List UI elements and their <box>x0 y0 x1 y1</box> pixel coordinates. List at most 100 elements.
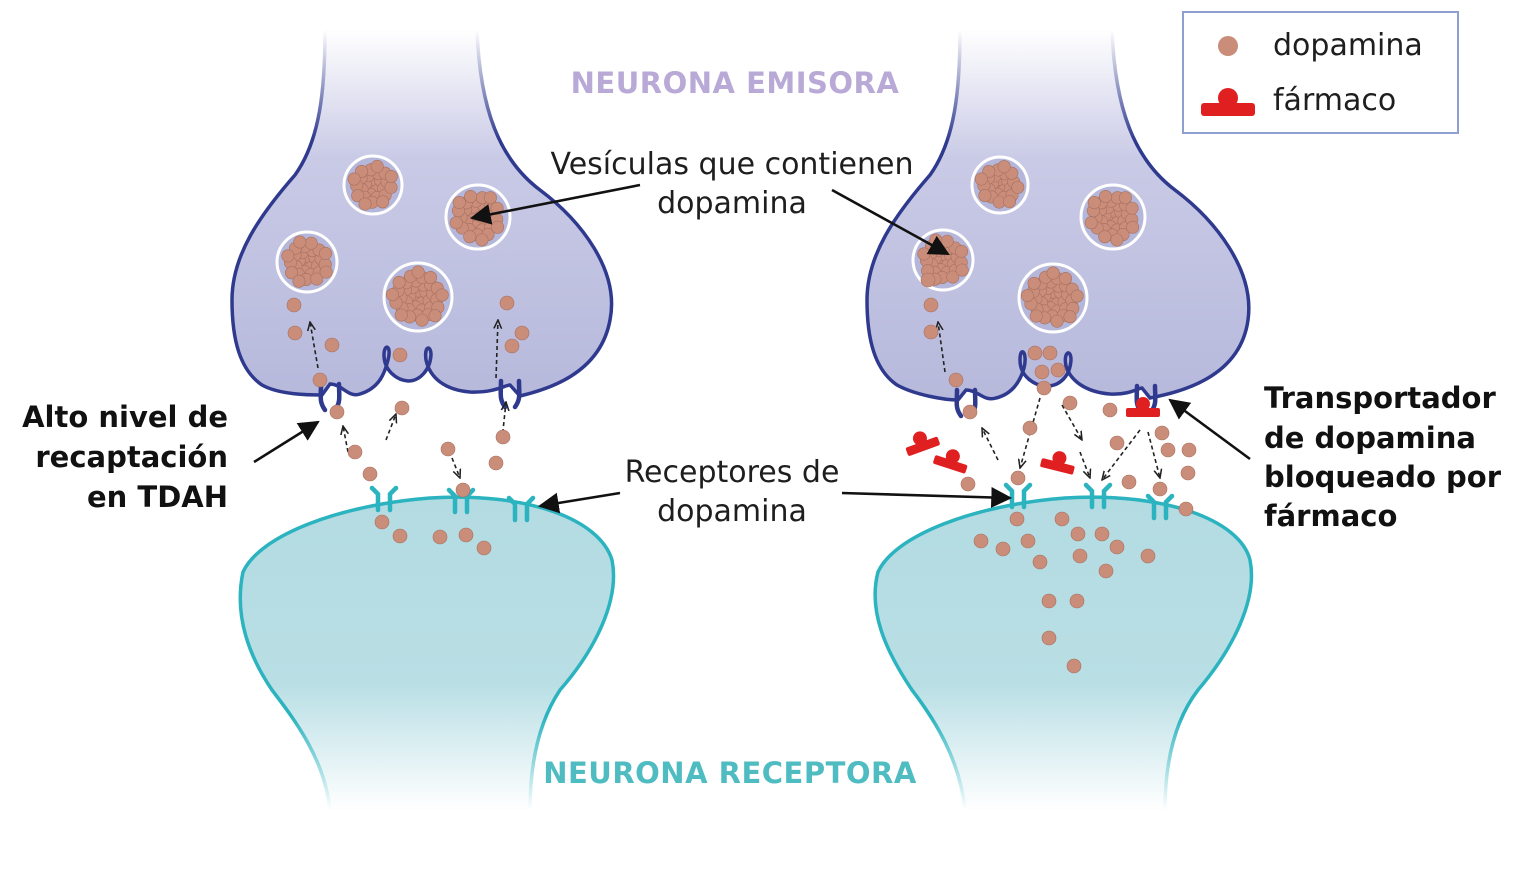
dopamine-molecule <box>1102 402 1118 418</box>
arrow-vesicle-right <box>831 188 950 256</box>
vesicle-dopamine-dot <box>1087 196 1101 210</box>
vesicle-dopamine-dot <box>319 246 333 260</box>
vesicles-label-line2: dopamina <box>657 186 807 221</box>
vesicle-dopamine-dot <box>1126 220 1140 234</box>
vesicle-dopamine-dot <box>1110 233 1124 247</box>
dopamine-molecule <box>1054 511 1070 527</box>
vesicle-dopamine-dot <box>1125 201 1139 215</box>
dopamine-molecule <box>1178 501 1194 517</box>
transporter-right-arm <box>512 378 522 410</box>
dopamine-molecule <box>495 429 511 445</box>
dopamine-molecule <box>962 404 978 420</box>
receiver-neuron-title: NEURONA RECEPTORA <box>543 756 917 790</box>
vesicle-dopamine-dot <box>1098 230 1112 244</box>
vesicle-dopamine-dot <box>997 160 1011 174</box>
dopamine-molecule <box>440 441 456 457</box>
vesicle-dopamine-dot <box>293 235 307 249</box>
drug-base <box>905 436 940 456</box>
vesicle-dopamine-dot <box>1029 309 1043 323</box>
dashed-flow-arrow <box>451 457 460 478</box>
vesicle-dopamine-dot <box>376 195 390 209</box>
blocked-label-line4: fármaco <box>1264 499 1397 533</box>
arrow-receptor-right <box>841 487 1013 508</box>
dopamine-molecule <box>476 540 492 556</box>
vesicle-dopamine-dot <box>1099 190 1113 204</box>
dopamine-molecule <box>1050 362 1066 378</box>
vesicle-dopamine-dot <box>452 196 466 210</box>
vesicle-dopamine-dot <box>394 308 408 322</box>
dopamine-molecule <box>362 466 378 482</box>
drug-molecule <box>933 449 968 474</box>
dashed-flow-arrow <box>343 426 348 453</box>
dashed-flow-arrow <box>1079 451 1090 478</box>
vesicle-dopamine-dot <box>917 247 931 261</box>
dopamine-molecule <box>1070 526 1086 542</box>
dopamine-molecule <box>1027 345 1043 361</box>
dopamine-molecule <box>1152 481 1168 497</box>
vesicles-label-line1: Vesículas que contienen <box>551 147 914 182</box>
left-sending-neuron <box>230 28 614 398</box>
blocked-label-line3: bloqueado por <box>1264 460 1502 494</box>
sender-neuron-title: NEURONA EMISORA <box>571 66 900 100</box>
vesicle-dopamine-dot <box>491 220 505 234</box>
vesicle-dopamine-dot <box>475 233 489 247</box>
vesicle-dopamine-dot <box>955 244 969 258</box>
receptors-label-line2: dopamina <box>657 494 807 529</box>
drug-base <box>1040 458 1075 475</box>
vesicle <box>970 155 1030 215</box>
transporter-left-arm <box>954 387 964 419</box>
dopamine-molecule <box>1020 533 1036 549</box>
blocked-label-line1: Transportador <box>1264 381 1496 415</box>
drug-head <box>1052 451 1067 466</box>
vesicle-dopamine-dot <box>1011 180 1025 194</box>
dopamine-molecule <box>392 347 408 363</box>
dopamine-molecule <box>286 297 302 313</box>
legend-dopamine-label: dopamina <box>1273 28 1423 63</box>
dopamine-molecule <box>973 533 989 549</box>
dopamine-receptor <box>369 485 399 513</box>
arrow-reuptake <box>253 420 320 464</box>
vesicle-dopamine-dot <box>483 191 497 205</box>
dopamine-receptor <box>1145 493 1175 521</box>
dopamine-molecule <box>374 514 390 530</box>
dopamine-molecule <box>1072 548 1088 564</box>
dopamine-molecule <box>458 527 474 543</box>
dopamine-molecule <box>347 444 363 460</box>
vesicle-dopamine-dot <box>1059 272 1073 286</box>
vesicle-dopamine-dot <box>946 270 960 284</box>
dashed-flow-arrow <box>385 414 396 441</box>
vesicle <box>275 230 339 294</box>
dopamine-molecule <box>1062 395 1078 411</box>
receptor-shape <box>1145 493 1175 521</box>
drug-base <box>933 455 968 474</box>
dopamine-molecule <box>1109 435 1125 451</box>
drug-molecule <box>1126 397 1160 417</box>
vesicle-dopamine-dot <box>304 236 318 250</box>
arrow-blocked <box>1168 398 1251 461</box>
dashed-flow-arrow <box>502 402 506 441</box>
dopamine-molecule <box>499 295 515 311</box>
vesicle-dopamine-dot <box>1050 314 1064 328</box>
right-synapse <box>865 28 1254 812</box>
dopamine-molecule <box>392 528 408 544</box>
receptor-shape <box>1083 482 1113 510</box>
dopamine-molecule <box>1160 442 1176 458</box>
dopamine-molecule <box>329 404 345 420</box>
vesicle-dopamine-dot <box>978 189 992 203</box>
dopamine-molecule <box>1036 380 1052 396</box>
dopamine-molecule <box>1098 563 1114 579</box>
dopamine-molecule <box>1109 539 1125 555</box>
vesicle-dopamine-dot <box>1084 216 1098 230</box>
left-synapse <box>230 28 616 812</box>
right-receiving-neuron <box>873 495 1254 812</box>
vesicle-dopamine-dot <box>974 172 988 186</box>
dopamine-molecule <box>923 297 939 313</box>
dopamine-molecule <box>514 325 530 341</box>
dopamine-molecule <box>1180 465 1196 481</box>
legend-dopamine-icon <box>1218 36 1238 56</box>
dopamine-molecule <box>1121 474 1137 490</box>
legend-drug-icon <box>1201 88 1255 116</box>
arrow-vesicle-left <box>469 183 641 225</box>
receptor-shape <box>369 485 399 513</box>
vesicle-dopamine-dot <box>319 265 333 279</box>
